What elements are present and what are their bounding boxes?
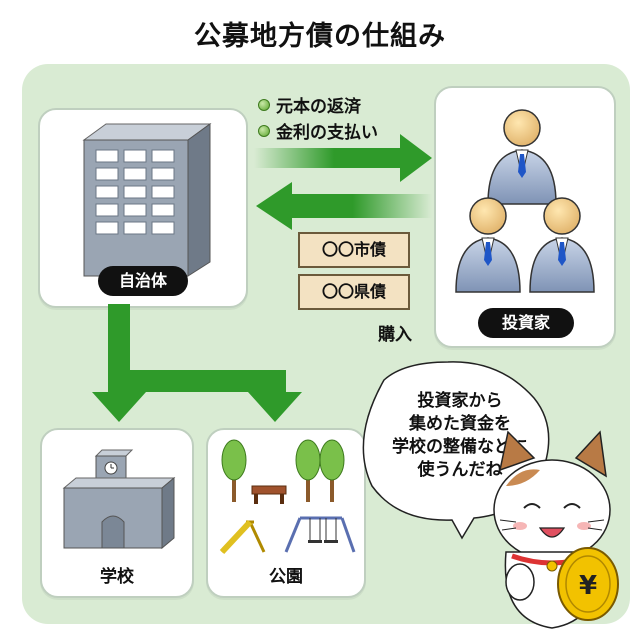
speech-line: 使うんだね <box>417 460 503 480</box>
arrow-to-uses <box>92 304 302 422</box>
svg-text:¥: ¥ <box>579 571 597 601</box>
city-bond-certificate: 〇〇市債 <box>298 232 410 268</box>
investors-label: 投資家 <box>478 308 574 338</box>
purchase-label: 購入 <box>378 325 412 345</box>
school-building-icon <box>62 449 176 550</box>
school-card: 学校 <box>40 428 194 598</box>
speech-line: 投資家から <box>417 391 503 411</box>
school-label: 学校 <box>100 567 134 587</box>
investor-person-icon <box>455 109 595 293</box>
flow-interest-label: 金利の支払い <box>276 123 378 143</box>
park-trees-icon <box>219 439 356 555</box>
speech-line: 学校の整備などに <box>392 437 528 457</box>
flow-repayment-label: 元本の返済 <box>276 97 361 117</box>
municipality-label: 自治体 <box>98 266 188 296</box>
flow-interest-item: 金利の支払い <box>258 118 378 143</box>
arrow-to-investors <box>254 134 432 182</box>
speech-line: 集めた資金を <box>409 414 511 434</box>
diagram-title: 公募地方債の仕組み <box>194 21 446 52</box>
municipality-card: 自治体 <box>38 108 248 308</box>
prefecture-bond-certificate: 〇〇県債 <box>298 274 410 310</box>
bullet-dot-icon <box>258 98 270 111</box>
investors-card: 投資家 <box>434 86 616 348</box>
arrow-to-municipality <box>256 182 432 230</box>
office-building-icon <box>82 123 212 277</box>
speech-bubble-text: 投資家から 集めた資金を 学校の整備などに 使うんだね <box>370 390 550 482</box>
park-label: 公園 <box>269 567 303 587</box>
park-card: 公園 <box>206 428 366 598</box>
bullet-dot-icon <box>258 124 270 137</box>
flow-repayment-item: 元本の返済 <box>258 92 361 117</box>
